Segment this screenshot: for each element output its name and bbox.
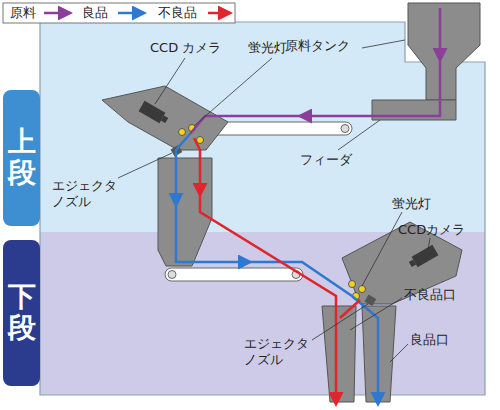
ccd-lens [409, 259, 416, 267]
flow-material [300, 60, 440, 116]
roller [341, 125, 349, 133]
stage-band: 上段 [3, 90, 40, 226]
flow-good [176, 134, 190, 205]
stage-band: 下段 [3, 240, 40, 386]
leader-line [428, 238, 430, 250]
stage-label: 下段 [8, 282, 36, 344]
part-label: CCDカメラ [398, 222, 465, 238]
leader-line [155, 58, 185, 104]
flow-material [439, 8, 442, 60]
stage-label: 上段 [8, 127, 36, 189]
part-label: 蛍光灯 [392, 196, 431, 212]
flow-reject [200, 195, 336, 404]
leader-line [390, 344, 408, 362]
reject-outlet [322, 306, 356, 402]
material-tank [408, 3, 480, 100]
flow-reject [194, 138, 200, 195]
ccd-lens [161, 115, 168, 123]
part-label: フィーダ [300, 152, 352, 168]
legend-text: 不良品 [158, 5, 197, 21]
part-label: 良品口 [410, 332, 449, 348]
flow-material [190, 116, 300, 134]
lamp [359, 286, 366, 293]
legend-frame [3, 3, 235, 23]
part-label: 蛍光灯 [248, 40, 287, 56]
legend-sample [118, 12, 144, 15]
part-label: エジェクタ ノズル [244, 336, 312, 367]
lamp [179, 129, 186, 136]
part-label: CCD カメラ [150, 40, 221, 56]
legend-sample [208, 12, 230, 15]
leader-line [362, 40, 405, 48]
legend-text: 原料 [10, 5, 36, 21]
legend-text: 良品 [82, 5, 108, 21]
leader-line [362, 212, 402, 286]
leader-line [338, 120, 380, 150]
lower-region [40, 232, 485, 395]
leader-line [118, 153, 172, 178]
part-label: エジェクタ ノズル [52, 178, 120, 209]
part-label: 原料タンク [285, 38, 350, 54]
machine-outline [40, 22, 485, 395]
camera-housing-upper [102, 86, 228, 150]
leader-line [312, 304, 368, 340]
conveyor-lower [165, 268, 303, 281]
chute-upper [158, 158, 212, 266]
leader-line [194, 58, 272, 126]
ejector-nozzle-lower [365, 295, 377, 306]
leader-line [350, 298, 402, 330]
lamp [349, 281, 356, 288]
legend-sample [44, 12, 70, 15]
flow-good [176, 205, 250, 262]
roller [168, 271, 176, 279]
part-label: 不良品口 [404, 287, 456, 303]
